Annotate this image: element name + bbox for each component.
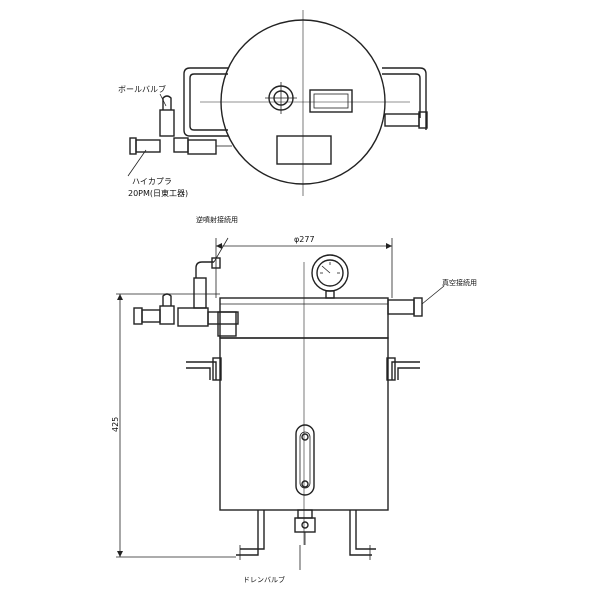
ball-valve-handle-top xyxy=(162,95,172,110)
label-height: 425 xyxy=(111,417,120,432)
valve-tee xyxy=(177,307,209,327)
dim-height-arrow-top xyxy=(117,294,123,300)
top-right-handle-inner xyxy=(382,73,421,118)
side-handle-right-inner xyxy=(397,367,420,380)
valve-nozzle xyxy=(217,311,237,337)
vacuum-fitting-body xyxy=(387,299,415,315)
vacuum-fitting-nut xyxy=(413,297,423,317)
top-right-fitting-nut xyxy=(418,111,428,129)
valve-pipe xyxy=(207,311,239,325)
label-ball-valve: ボールバルブ xyxy=(118,84,166,94)
drain-valve-stem xyxy=(301,521,309,529)
elbow-riser xyxy=(193,277,207,309)
leader-coupler xyxy=(127,149,147,177)
valve-pipe-top xyxy=(187,139,217,155)
sight-glass-outer xyxy=(295,424,315,496)
leg-right xyxy=(349,510,372,556)
top-port-rect-inner xyxy=(313,93,349,109)
elbow-pipe xyxy=(195,261,214,278)
coupler-end-top xyxy=(129,137,137,155)
dim-height-arrow-bottom xyxy=(117,551,123,557)
side-handle-left-inner xyxy=(186,367,211,380)
coupler-end xyxy=(133,307,143,325)
leader-ball-valve xyxy=(159,93,167,107)
side-handle-right-outer xyxy=(391,361,420,380)
dim-diameter-arrow-left xyxy=(216,243,222,249)
drain-valve-neck xyxy=(297,509,313,519)
top-right-fitting xyxy=(384,113,420,127)
leg-left-inner xyxy=(240,510,265,550)
side-handle-right-mount xyxy=(386,357,396,381)
ball-valve-handle xyxy=(162,293,172,306)
label-hi-coupler: ハイカプラ xyxy=(132,177,172,186)
pressure-gauge-needle xyxy=(321,265,331,274)
top-view xyxy=(127,10,428,196)
leader-vacuum xyxy=(421,285,445,305)
pressure-gauge-face xyxy=(316,259,344,287)
sight-glass-bolt-bottom xyxy=(301,480,309,488)
gauge-stem xyxy=(325,290,335,299)
ball-valve-body-top xyxy=(159,109,175,137)
label-diameter: φ277 xyxy=(294,235,315,244)
side-handle-left-mount xyxy=(212,357,222,381)
dim-diameter-arrow-right xyxy=(386,243,392,249)
top-port-rect xyxy=(309,89,353,113)
drain-valve-body xyxy=(294,517,316,533)
leg-right-inner xyxy=(355,510,376,550)
valve-connector-top xyxy=(173,137,189,153)
top-label-plate xyxy=(276,135,332,165)
coupler-body-top xyxy=(135,139,161,153)
top-right-handle xyxy=(382,67,427,130)
coupler-body xyxy=(141,309,161,323)
label-hi-coupler-spec: 20PM(日東工器) xyxy=(128,188,188,198)
label-vacuum-connection: 真空接続用 xyxy=(442,278,477,287)
label-drain-valve: ドレンバルブ xyxy=(243,575,285,584)
top-left-handle-inner xyxy=(189,73,228,131)
ball-valve-body xyxy=(159,305,175,325)
front-view xyxy=(116,237,445,570)
side-handle-left-outer xyxy=(186,361,217,380)
top-left-handle xyxy=(183,67,228,137)
label-pressure-connection: 逆噴射接続用 xyxy=(196,215,238,224)
sight-glass-inner xyxy=(299,431,311,489)
leg-left xyxy=(236,510,259,556)
sight-glass-bolt-top xyxy=(301,433,309,441)
